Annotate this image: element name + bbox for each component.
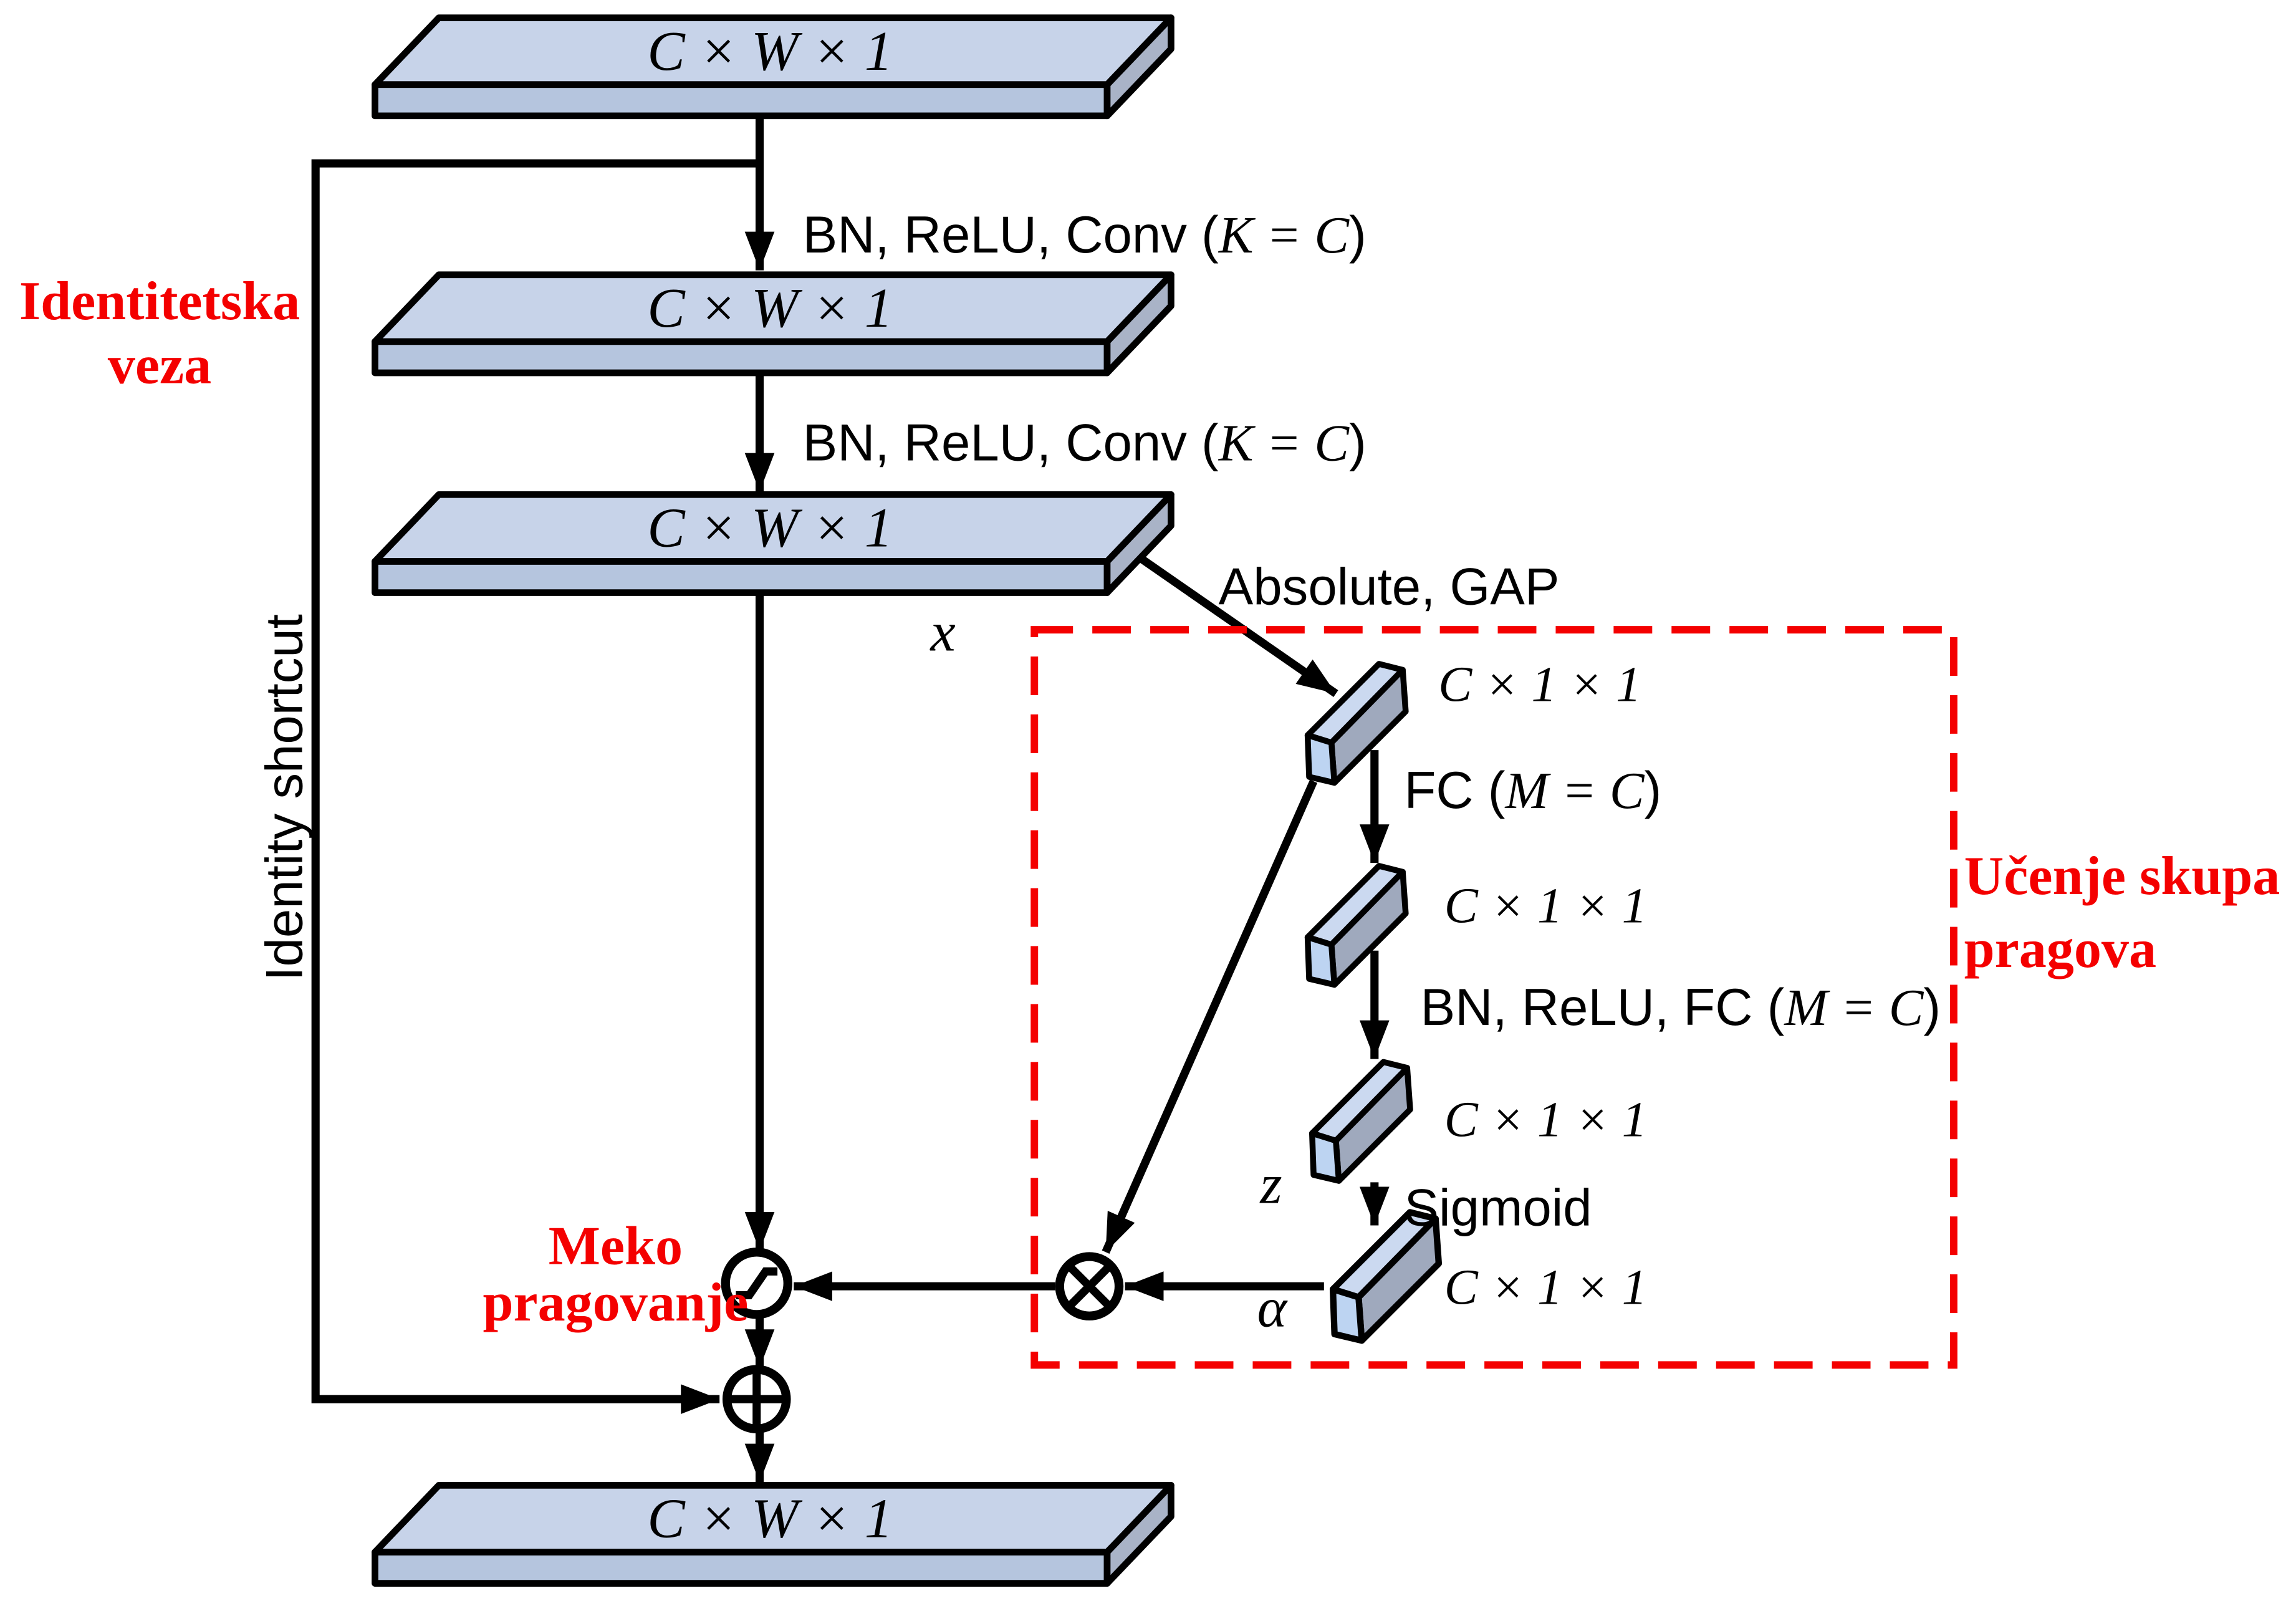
vector-bar-fc1-out (1308, 866, 1406, 985)
slab-output-label: C × W × 1 (647, 1487, 893, 1550)
identity-shortcut-path (311, 159, 760, 1414)
label-sigmoid: Sigmoid (1404, 1178, 1592, 1236)
label-bn-relu-conv-2: BN, ReLU, Conv (K = C) (803, 414, 1367, 473)
arrow-gap-to-multiply (1102, 779, 1318, 1254)
label-fc-math: M = C (1505, 762, 1645, 820)
vector-fc2-label: C × 1 × 1 (1444, 1092, 1647, 1148)
label-bn-relu-conv-1: BN, ReLU, Conv (K = C) (803, 206, 1367, 264)
label-bn-relu-fc-prefix: BN, ReLU, FC ( (1421, 978, 1785, 1036)
variable-x-label: x (929, 600, 955, 663)
slab-input-label: C × W × 1 (647, 19, 893, 82)
slab-conv2-label: C × W × 1 (647, 496, 893, 559)
threshold-learning-label-line1: Učenje skupa (1964, 845, 2280, 907)
multiply-operator-icon (1055, 1252, 1124, 1320)
soft-thresholding-label-line2: pragovanje (483, 1272, 748, 1333)
label-bn-relu-fc: BN, ReLU, FC (M = C) (1421, 978, 1941, 1037)
soft-threshold-operator-icon (721, 1248, 792, 1319)
label-bn-relu-conv-1-math: K = C (1218, 207, 1350, 264)
variable-z-label: z (1259, 1153, 1282, 1216)
label-bn-relu-fc-suffix: ) (1923, 978, 1941, 1036)
threshold-learning-group-box (1030, 626, 1957, 1369)
label-fc-prefix: FC ( (1404, 761, 1505, 819)
label-fc: FC (M = C) (1404, 761, 1661, 820)
label-bn-relu-conv-2-prefix: BN, ReLU, Conv ( (803, 414, 1219, 472)
label-bn-relu-conv-1-suffix: ) (1349, 206, 1367, 264)
soft-threshold-curve (736, 1267, 778, 1299)
label-bn-relu-fc-math: M = C (1784, 979, 1924, 1037)
add-operator-icon (722, 1365, 791, 1433)
arrow-absolute-gap (1130, 549, 1338, 697)
label-bn-relu-conv-2-math: K = C (1218, 415, 1350, 473)
vector-alpha-label: C × 1 × 1 (1444, 1259, 1647, 1315)
soft-thresholding-label-line1: Meko (549, 1215, 683, 1276)
vector-bar-fc2-out (1312, 1062, 1410, 1181)
vector-fc1-label: C × 1 × 1 (1444, 877, 1647, 933)
vector-gap-label: C × 1 × 1 (1438, 656, 1641, 712)
label-absolute-gap: Absolute, GAP (1219, 558, 1560, 616)
variable-alpha-label: α (1257, 1276, 1289, 1339)
identity-link-label-line2: veza (108, 335, 211, 396)
multiply-cross-2 (1067, 1264, 1112, 1309)
label-fc-suffix: ) (1645, 761, 1662, 819)
identity-shortcut-label: Identity shortcut (256, 614, 314, 981)
label-bn-relu-conv-2-suffix: ) (1349, 414, 1367, 472)
label-bn-relu-conv-1-prefix: BN, ReLU, Conv ( (803, 206, 1219, 264)
threshold-learning-label-line2: pragova (1964, 918, 2156, 979)
slab-conv1-label: C × W × 1 (647, 276, 893, 339)
identity-link-label-line1: Identitetska (19, 271, 300, 332)
